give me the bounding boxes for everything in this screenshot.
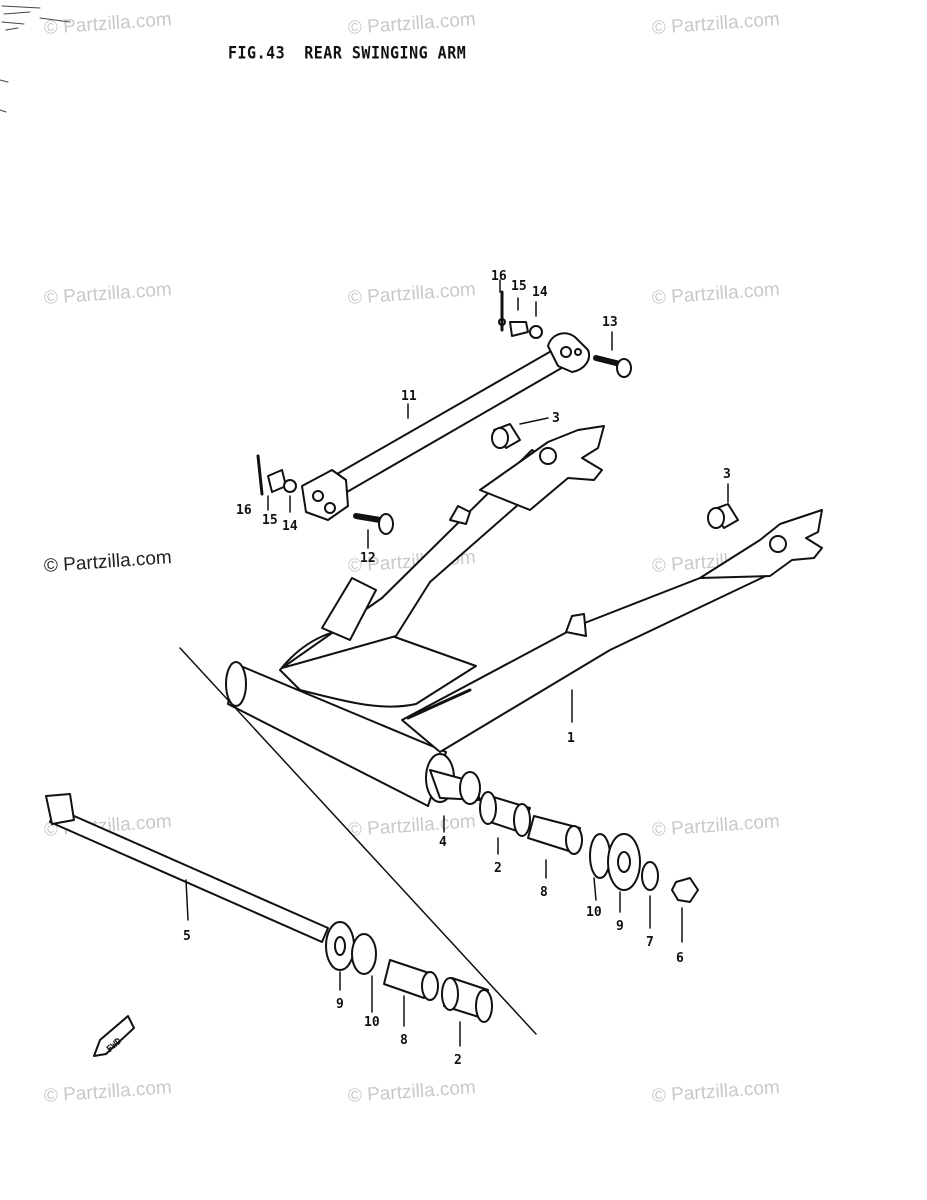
callout: 4: [439, 835, 447, 850]
part-13-bolt: [593, 355, 632, 378]
callout: 16: [491, 269, 507, 284]
callout: 12: [360, 551, 376, 566]
part-4-pivot-collar: [429, 769, 481, 805]
callout: 10: [586, 905, 602, 920]
callout: 15: [262, 513, 278, 528]
fwd-arrow: [93, 1015, 135, 1057]
callout-numbers: 16 15 14 13 11 3 3 16 15 14 12 1 4 2 8 1…: [105, 269, 731, 1068]
callout: 6: [676, 951, 684, 966]
callout: 16: [236, 503, 252, 518]
callout: 7: [646, 935, 654, 950]
callout: 2: [494, 861, 502, 876]
callout: 11: [401, 389, 417, 404]
alignment-line: [179, 647, 537, 1035]
part-1-swing-arm: [225, 425, 823, 807]
callout: 2: [454, 1053, 462, 1068]
upper-pin-washer-nut: [498, 290, 543, 339]
right-bearing-stack: [479, 791, 699, 903]
part-11-torque-link: [301, 332, 590, 521]
part-12-bolt: [353, 513, 394, 535]
part-5-pivot-shaft: [45, 793, 329, 943]
callout: 1: [567, 731, 575, 746]
callout: 8: [400, 1033, 408, 1048]
leader-lines: [185, 279, 729, 1047]
callout: 8: [540, 885, 548, 900]
part-3-bushings: [491, 423, 739, 529]
figure-title: FIG.43 REAR SWINGING ARM: [228, 43, 467, 63]
callout: 15: [511, 279, 527, 294]
callout: 3: [723, 467, 731, 482]
callout: 14: [282, 519, 298, 534]
left-bearing-stack: [325, 921, 493, 1023]
callout: 9: [336, 997, 344, 1012]
callout: 9: [616, 919, 624, 934]
callout: 10: [364, 1015, 380, 1030]
callout: 5: [183, 929, 191, 944]
callout: 3: [552, 411, 560, 426]
callout: 14: [532, 285, 548, 300]
scan-noise: [0, 5, 71, 113]
callout: 13: [602, 315, 618, 330]
lower-pin-washer-nut: [256, 454, 297, 496]
